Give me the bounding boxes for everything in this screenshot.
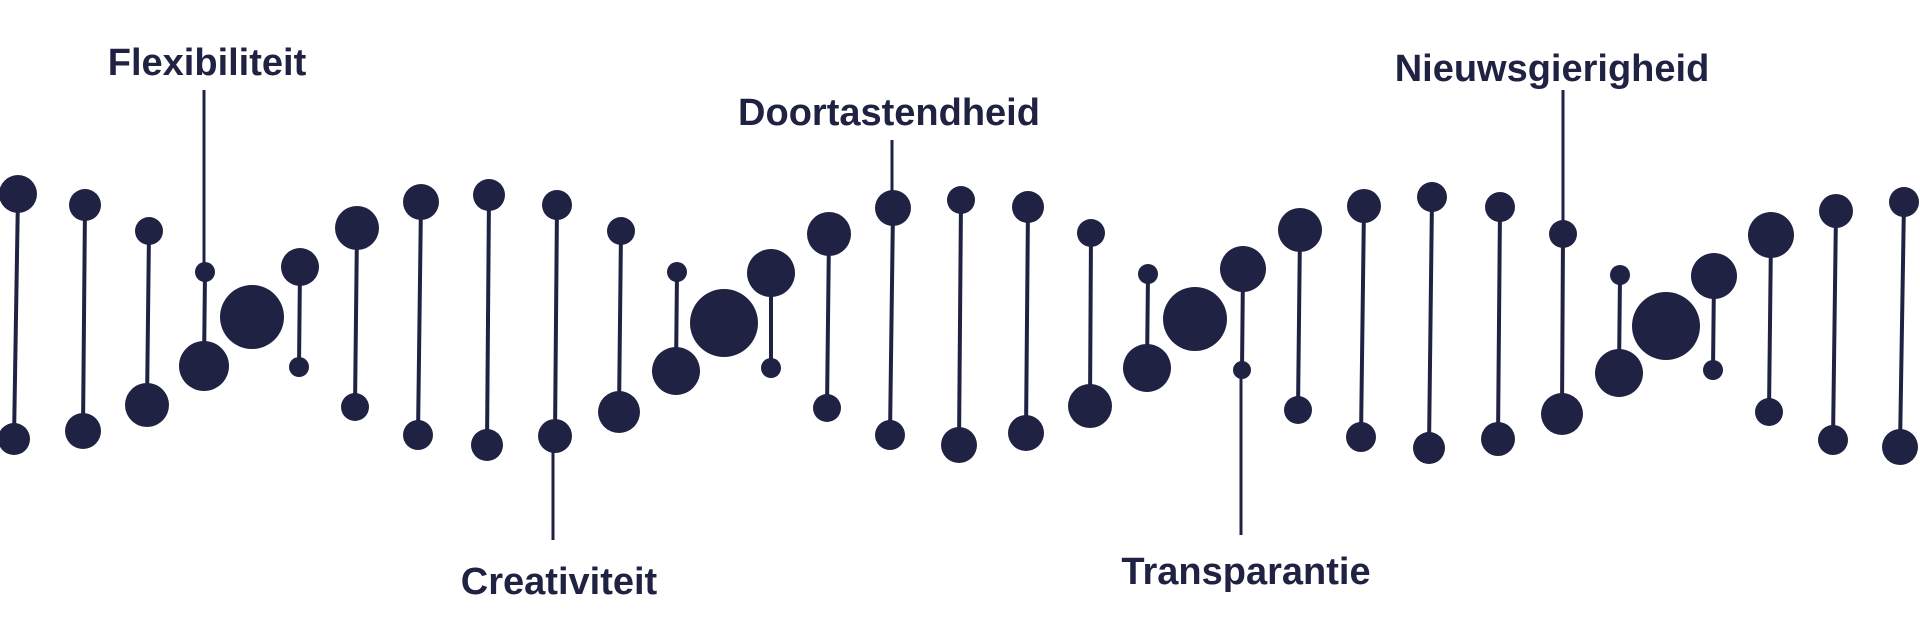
helix-node [1703,360,1723,380]
helix-node [1077,219,1105,247]
helix-rung [1496,205,1502,441]
label-transparantie: Transparantie [1121,551,1371,593]
helix-node [875,420,905,450]
helix-node [1220,246,1266,292]
helix-node [1882,429,1918,465]
helix-node [69,189,101,221]
helix-node [761,358,781,378]
helix-node [1889,187,1919,217]
helix-node [1691,253,1737,299]
helix-node [1123,344,1171,392]
helix-node [65,413,101,449]
helix-node [1755,398,1783,426]
helix-node [1485,192,1515,222]
helix-node [1284,396,1312,424]
helix-node [281,248,319,286]
helix-rung [485,193,491,447]
helix-rung [1767,233,1773,414]
helix-node [1819,194,1853,228]
helix-node [1068,384,1112,428]
helix-node [1549,220,1577,248]
helix-node [1347,189,1381,223]
helix-node [807,212,851,256]
helix-rung [1296,228,1302,412]
helix-node [1413,432,1445,464]
helix-rung [1831,209,1838,442]
helix-node [667,262,687,282]
helix-center-node [1163,287,1227,351]
helix-node [875,190,911,226]
helix-node [403,420,433,450]
helix-node [607,217,635,245]
helix-rung [1898,200,1906,449]
helix-center-node [220,285,284,349]
helix-node [1008,415,1044,451]
helix-node [341,393,369,421]
helix-center-node [690,289,758,357]
helix-node [195,262,215,282]
helix-node [1233,361,1251,379]
helix-node [1541,393,1583,435]
helix-rung [1560,232,1565,416]
helix-rung [145,229,151,407]
helix-node [135,217,163,245]
helix-node [471,429,503,461]
helix-node [947,186,975,214]
helix-rung [12,192,20,441]
helix-node [1346,422,1376,452]
helix-node [0,423,30,455]
helix-node [1481,422,1515,456]
helix-node [1417,182,1447,212]
helix-node [1748,212,1794,258]
helix-node [125,383,169,427]
helix-node [335,206,379,250]
helix-rung [888,206,895,437]
helix-rung [353,226,359,409]
helix-node [598,391,640,433]
helix-node [1610,265,1630,285]
helix-node [652,347,700,395]
label-flexibiliteit: Flexibiliteit [107,42,307,84]
helix-rung [81,203,87,433]
helix-node [179,341,229,391]
helix-node [1818,425,1848,455]
helix-node [0,175,37,213]
helix-node [1595,349,1643,397]
helix-rung [416,200,423,437]
helix-node [403,184,439,220]
helix-node [538,419,572,453]
helix-node [941,427,977,463]
helix-rung [1427,195,1434,450]
helix-rung [553,203,559,438]
helix-node [473,179,505,211]
helix-node [1012,191,1044,223]
helix-center-node [1632,292,1700,360]
helix-rung [825,232,831,410]
label-nieuwsgierigheid: Nieuwsgierigheid [1394,48,1710,90]
helix-rung [1088,231,1093,408]
helix-node [813,394,841,422]
helix-rung [617,229,623,414]
helix-node [1138,264,1158,284]
helix-rung [1359,204,1366,439]
helix-rung [957,198,963,447]
helix-node [747,249,795,297]
helix-node [542,190,572,220]
label-creativiteit: Creativiteit [460,561,658,603]
helix-node [1278,208,1322,252]
helix-rung [1024,205,1030,435]
label-doortastendheid: Doortastendheid [738,92,1040,134]
helix-node [289,357,309,377]
